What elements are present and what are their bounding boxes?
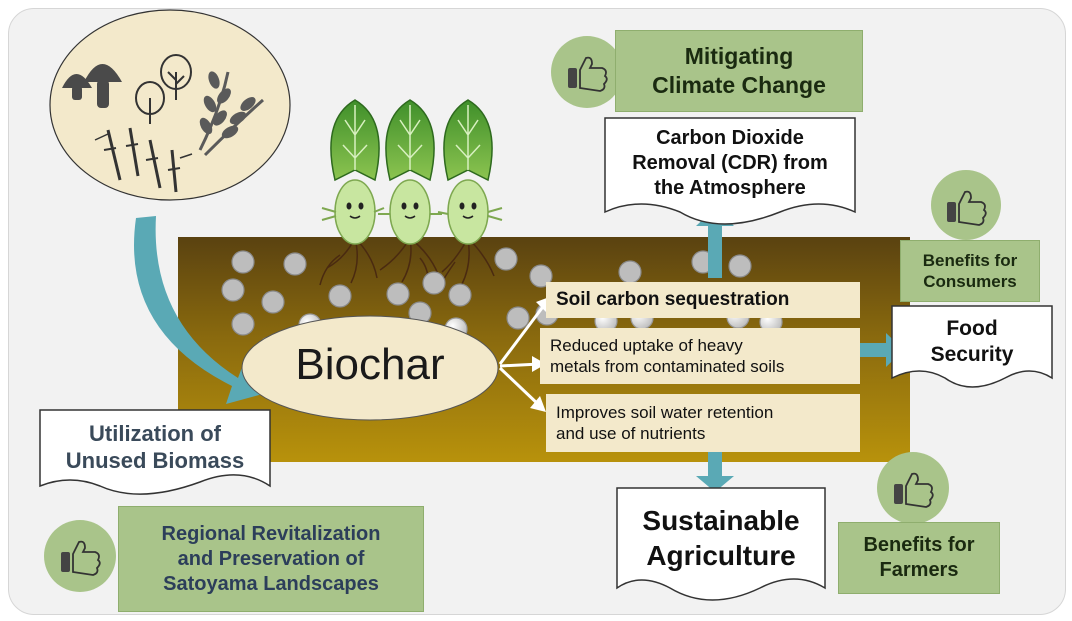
biochar-ellipse: [241, 315, 499, 421]
mushroom-icon: [62, 64, 122, 108]
thumbs-up-icon: [877, 452, 949, 524]
thumbs-up-icon: [931, 170, 1001, 240]
biomass-illustration: [49, 9, 291, 201]
thumbs-up-icon: [551, 36, 623, 108]
outcome-unused-biomass: Utilization of Unused Biomass: [65, 420, 245, 474]
tree-icon: [135, 54, 192, 124]
benefit-regional: Regional Revitalization and Preservation…: [118, 506, 424, 612]
wheat-icon: [198, 71, 264, 157]
biochar-label: Biochar: [295, 340, 445, 389]
outcome-food-security: Food Security: [930, 316, 1014, 366]
benefit-climate: Mitigating Climate Change: [615, 30, 863, 112]
vegetable-character-icon: [321, 99, 503, 245]
effect-water-retention: Improves soil water retention and use of…: [546, 394, 860, 452]
effect-soil-carbon: Soil carbon sequestration: [546, 282, 860, 318]
plant-roots: [319, 237, 495, 289]
benefit-consumers: Benefits for Consumers: [900, 240, 1040, 302]
document-shapes: [39, 117, 1053, 601]
effect-heavy-metals: Reduced uptake of heavy metals from cont…: [540, 328, 860, 384]
thumbs-up-icon: [44, 520, 116, 592]
benefit-farmers: Benefits for Farmers: [838, 522, 1000, 594]
bamboo-icon: [94, 127, 193, 193]
outcome-cdr: Carbon Dioxide Removal (CDR) from the At…: [632, 126, 828, 199]
outcome-sustainable-agriculture: Sustainable Agriculture: [642, 505, 800, 571]
